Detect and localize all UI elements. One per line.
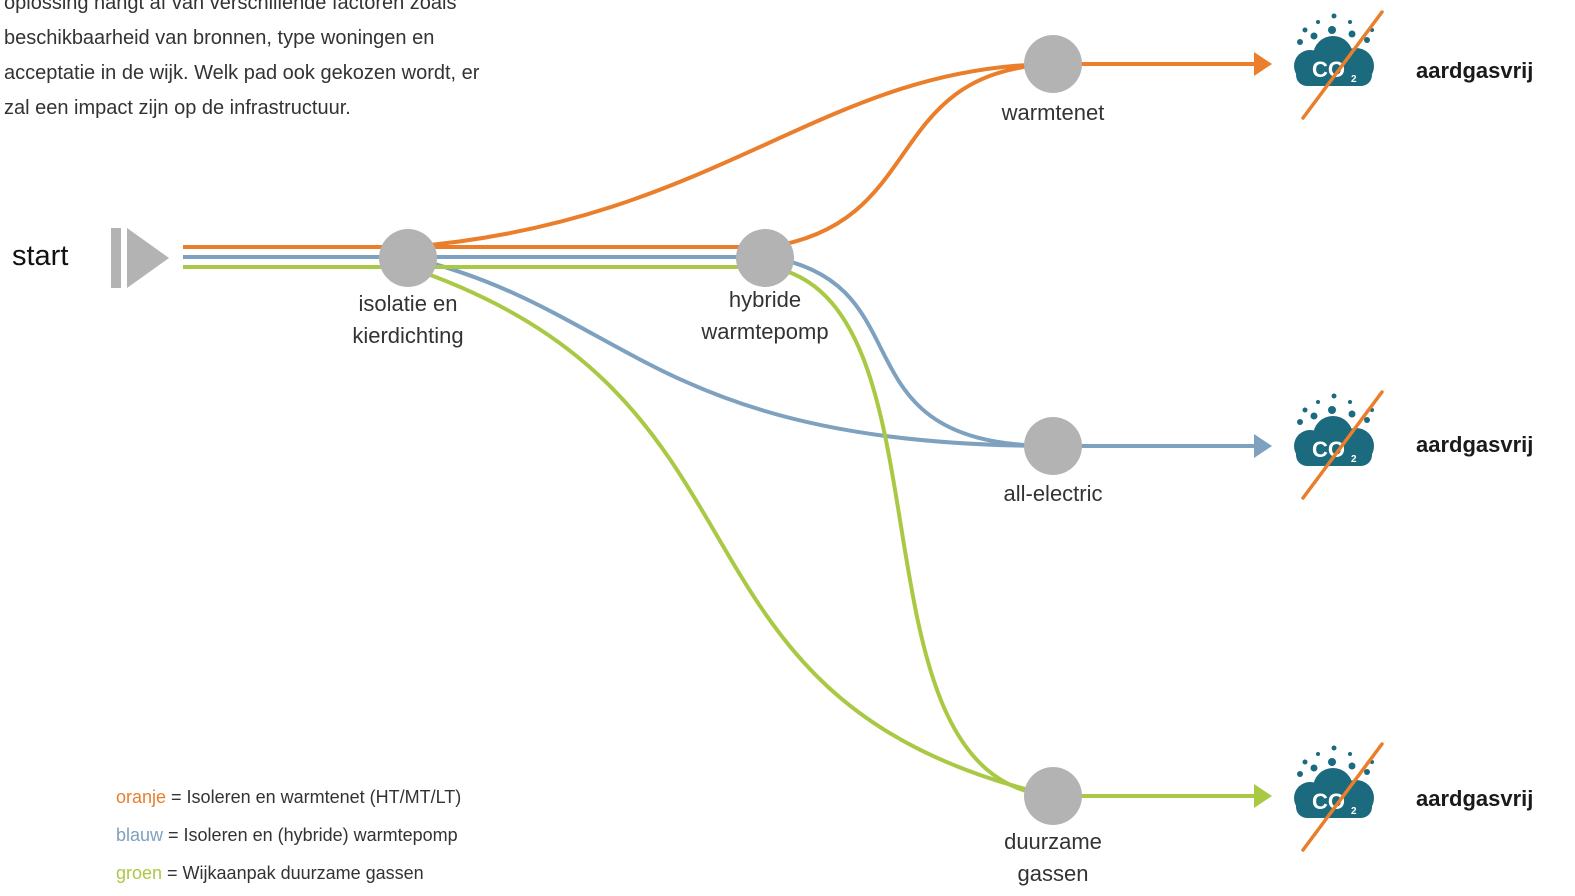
node-label-line: isolatie en (358, 291, 458, 316)
intro-line: acceptatie in de wijk. Welk pad ook geko… (4, 62, 480, 84)
outcome-label-top: aardgasvrij (1416, 58, 1534, 83)
node-label-all-electric: all-electric (963, 478, 1143, 510)
green-hybride-to-duurzame (769, 265, 1054, 798)
legend-item-green: groen = Wijkaanpak duurzame gassen (116, 858, 461, 896)
green-isolatie-to-duurzame (407, 265, 1054, 798)
legend-text: = Isoleren en (hybride) warmtepomp (163, 825, 458, 845)
node-label-line: warmtepomp (701, 319, 829, 344)
co2-crossed-out-icon (1292, 390, 1384, 500)
node-label-line: kierdichting (352, 323, 464, 348)
node-label-line: hybride (728, 287, 802, 312)
start-icon (111, 228, 169, 288)
node-label-line: warmtenet (1001, 100, 1105, 125)
node-hybride (736, 229, 794, 287)
orange-arrowhead (1254, 52, 1272, 76)
orange-hybride-to-warmtenet (769, 62, 1054, 249)
outcome-label-middle: aardgasvrij (1416, 432, 1534, 457)
co2-crossed-out-icon (1292, 10, 1384, 120)
outcome-label-bottom: aardgasvrij (1416, 786, 1534, 811)
node-isolatie (379, 229, 437, 287)
node-label-isolatie: isolatie en kierdichting (320, 288, 496, 352)
legend-item-blue: blauw = Isoleren en (hybride) warmtepomp (116, 820, 461, 858)
node-label-line: gassen (1017, 861, 1089, 886)
intro-paragraph: oplossing hangt af van verschillende fac… (4, 0, 624, 126)
legend: oranje = Isoleren en warmtenet (HT/MT/LT… (116, 782, 461, 896)
blue-hybride-to-all-electric (769, 255, 1054, 448)
intro-line: oplossing hangt af van verschillende fac… (4, 0, 457, 14)
legend-item-orange: oranje = Isoleren en warmtenet (HT/MT/LT… (116, 782, 461, 820)
node-label-duurzame: duurzame gassen (963, 826, 1143, 890)
node-label-line: duurzame (1004, 829, 1102, 854)
start-label: start (12, 240, 69, 272)
blue-isolatie-to-all-electric (407, 255, 1054, 448)
node-label-line: all-electric (1003, 481, 1103, 506)
blue-arrowhead (1254, 434, 1272, 458)
intro-line: beschikbaarheid van bronnen, type woning… (4, 27, 435, 49)
orange-paths (183, 52, 1272, 249)
node-warmtenet (1024, 35, 1082, 93)
legend-key: groen (116, 863, 163, 883)
green-paths (183, 265, 1272, 808)
legend-key: oranje (116, 787, 167, 807)
node-label-hybride: hybride warmtepomp (667, 284, 863, 348)
green-arrowhead (1254, 784, 1272, 808)
orange-isolatie-to-warmtenet (407, 62, 1054, 249)
co2-crossed-out-icon (1292, 742, 1384, 852)
legend-text: = Wijkaanpak duurzame gassen (162, 863, 424, 883)
legend-text: = Isoleren en warmtenet (HT/MT/LT) (166, 787, 462, 807)
legend-key: blauw (116, 825, 164, 845)
blue-paths (183, 255, 1272, 458)
node-all-electric (1024, 417, 1082, 475)
node-duurzame (1024, 767, 1082, 825)
intro-line: zal een impact zijn op de infrastructuur… (4, 97, 351, 119)
node-label-warmtenet: warmtenet (963, 97, 1143, 129)
